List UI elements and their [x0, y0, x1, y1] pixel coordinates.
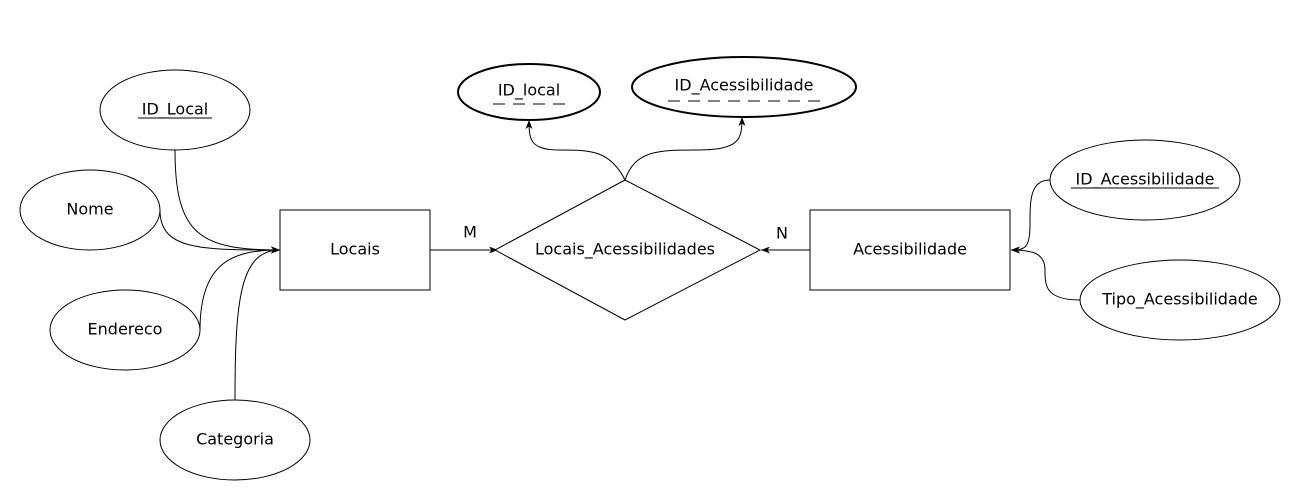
- edge-endereco-to-locais: [199, 246, 281, 331]
- attribute-tipo-acessibilidade-ellipse: [1079, 259, 1281, 341]
- relationship-diamond: [493, 179, 762, 321]
- attribute-id-local-label: ID_Local: [142, 100, 209, 120]
- entity-acessibilidade-label: Acessibilidade: [853, 240, 967, 259]
- entity-locais: Locais: [279, 209, 431, 291]
- attribute-nome-ellipse: [19, 169, 161, 251]
- attribute-categoria-ellipse: [159, 399, 311, 481]
- edge-id-local-to-locais: [174, 149, 281, 254]
- entity-acessibilidade-box: [809, 209, 1011, 291]
- relationship-label: Locais_Acessibilidades: [535, 240, 715, 260]
- attribute-categoria: Categoria: [159, 399, 311, 481]
- cardinality-m: M: [463, 223, 477, 242]
- edge-nome-to-locais: [159, 209, 281, 254]
- attribute-categoria-label: Categoria: [196, 430, 274, 449]
- entity-locais-label: Locais: [330, 240, 380, 259]
- cardinality-n: N: [776, 224, 788, 243]
- relationship-locais-acessibilidades: Locais_Acessibilidades: [493, 179, 762, 321]
- edge-tipo-acessibilidade-to-acessibilidade: [1010, 246, 1081, 301]
- attribute-rel-id-acessibilidade-ellipse: [631, 56, 857, 118]
- attribute-endereco-ellipse: [49, 289, 201, 371]
- attribute-id-acessibilidade: ID_Acessibilidade: [1049, 139, 1241, 221]
- attribute-nome: Nome: [19, 169, 161, 251]
- attribute-id-local: ID_Local: [99, 69, 251, 151]
- attribute-id-acessibilidade-ellipse: [1049, 139, 1241, 221]
- attribute-nome-label: Nome: [66, 200, 113, 219]
- attribute-tipo-acessibilidade: Tipo_Acessibilidade: [1079, 259, 1281, 341]
- edge-relationship-to-id-local: [525, 119, 626, 181]
- edge-relationship-to-id-acessibilidade: [624, 116, 746, 181]
- attribute-endereco: Endereco: [49, 289, 201, 371]
- edge-categoria-to-locais: [234, 246, 281, 401]
- attribute-id-acessibilidade-label: ID_Acessibilidade: [1076, 170, 1215, 190]
- attribute-tipo-acessibilidade-label: Tipo_Acessibilidade: [1101, 290, 1258, 310]
- edge-id-acessibilidade-to-acessibilidade: [1010, 179, 1051, 254]
- attribute-rel-id-local-label: ID_local: [498, 81, 560, 101]
- attribute-rel-id-local: ID_local: [457, 63, 601, 121]
- entity-acessibilidade: Acessibilidade: [809, 209, 1011, 291]
- connectors: [159, 116, 1081, 401]
- attribute-rel-id-acessibilidade: ID_Acessibilidade: [631, 56, 857, 118]
- entity-locais-box: [279, 209, 431, 291]
- attribute-endereco-label: Endereco: [88, 320, 163, 339]
- attribute-id-local-ellipse: [99, 69, 251, 151]
- attribute-rel-id-local-ellipse: [457, 63, 601, 121]
- attribute-rel-id-acessibilidade-label: ID_Acessibilidade: [675, 76, 814, 96]
